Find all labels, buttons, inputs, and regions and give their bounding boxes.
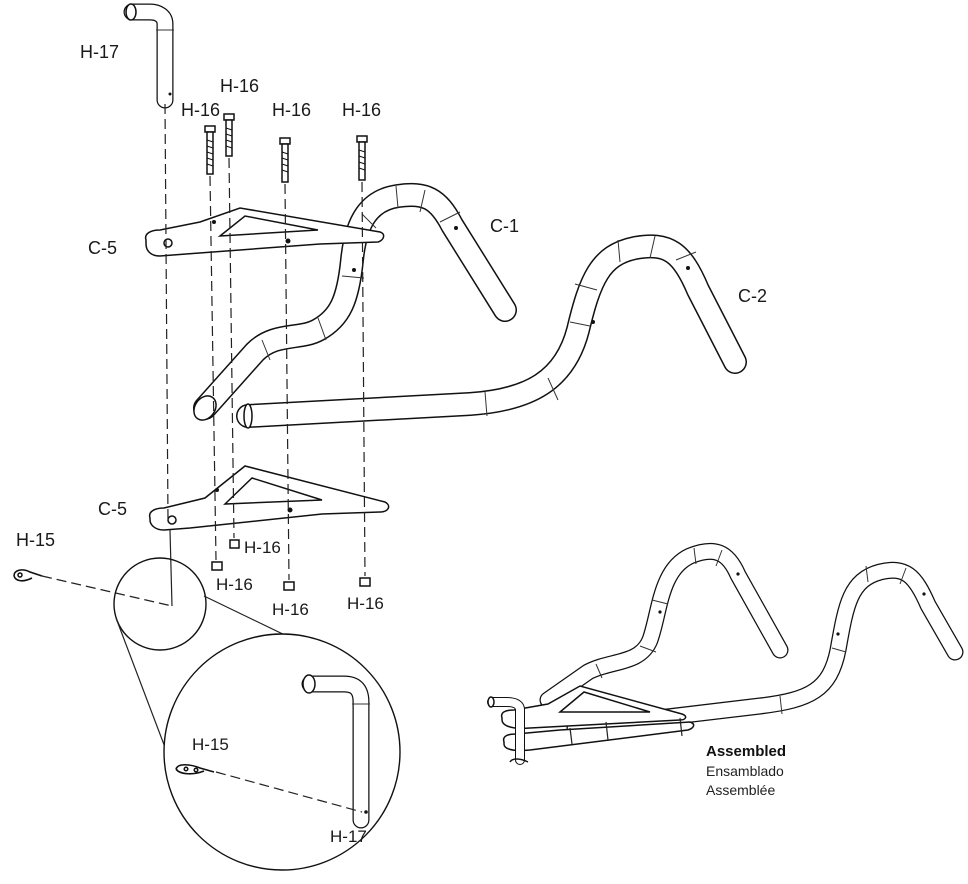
label-detail-h17: H-17 — [330, 827, 367, 846]
label-h16-nut-b: H-16 — [216, 575, 253, 594]
label-detail-h15: H-15 — [192, 735, 229, 754]
pin-h17 — [123, 3, 174, 109]
assembled-view — [487, 542, 964, 765]
label-h16-nut-a: H-16 — [244, 538, 281, 557]
nut-h16-3 — [283, 581, 295, 591]
label-h17-top: H-17 — [80, 42, 119, 62]
label-h16-upper: H-16 — [220, 76, 259, 96]
alignment-lines — [41, 103, 366, 607]
label-c2: C-2 — [738, 286, 767, 306]
part-labels: H-17 H-16 H-16 H-16 H-16 C-1 C-2 C-5 C-5… — [16, 42, 767, 846]
bolt-h16-3 — [279, 137, 291, 183]
nut-h16-2 — [229, 539, 240, 549]
label-h16-b: H-16 — [272, 100, 311, 120]
label-h16-a: H-16 — [181, 100, 220, 120]
nut-h16-1 — [211, 561, 223, 571]
label-c5-bottom: C-5 — [98, 499, 127, 519]
plate-c5-bottom — [148, 465, 390, 531]
detail-pin-h17 — [301, 674, 370, 829]
label-h16-nut-d: H-16 — [347, 594, 384, 613]
bolt-h16-4 — [356, 135, 368, 181]
tube-c1 — [193, 182, 517, 421]
plate-c5-top — [144, 207, 385, 257]
caption-french: Assemblée — [706, 782, 775, 798]
bolt-h16-2 — [223, 113, 235, 157]
assembled-caption: Assembled Ensamblado Assemblée — [706, 743, 786, 798]
caption-english: Assembled — [706, 743, 786, 760]
caption-spanish: Ensamblado — [706, 763, 784, 779]
detail-callout — [113, 557, 401, 871]
label-h16-nut-c: H-16 — [272, 600, 309, 619]
label-c5-top: C-5 — [88, 238, 117, 258]
clip-h15 — [13, 569, 43, 582]
label-c1: C-1 — [490, 216, 519, 236]
label-h15: H-15 — [16, 530, 55, 550]
tube-c2 — [236, 234, 747, 429]
detail-clip-h15 — [175, 763, 363, 813]
label-h16-c: H-16 — [342, 100, 381, 120]
nut-h16-4 — [359, 577, 371, 587]
bolt-h16-1 — [204, 125, 216, 175]
